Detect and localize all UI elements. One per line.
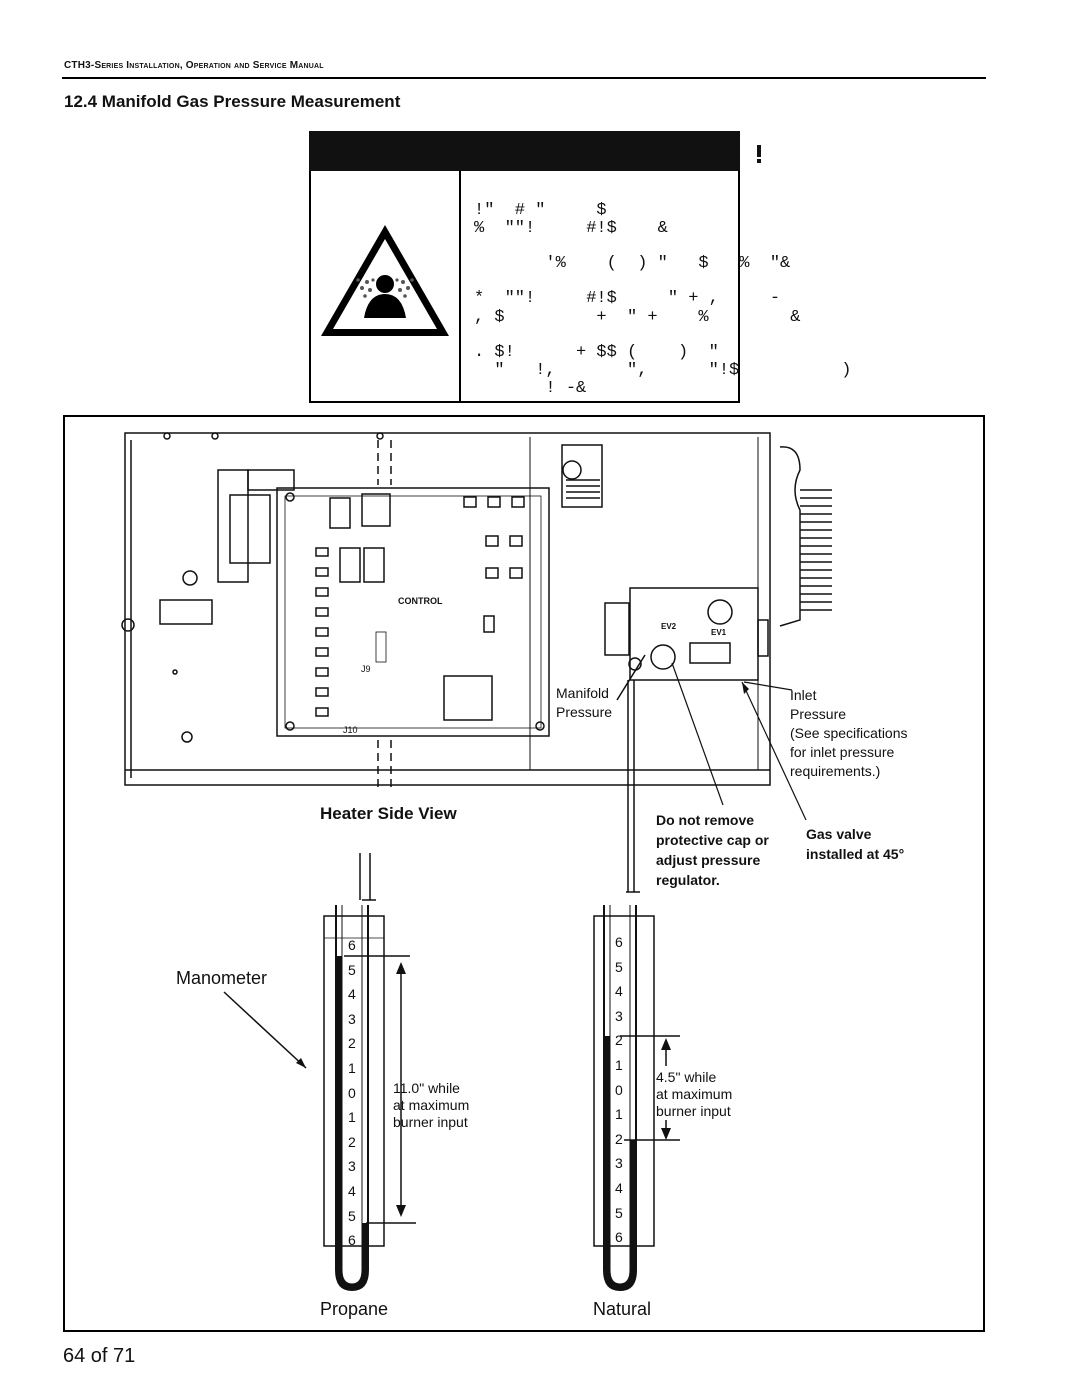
warning-header-bar xyxy=(309,131,776,171)
section-title: 12.4 Manifold Gas Pressure Measurement xyxy=(64,92,401,111)
diagram-frame xyxy=(63,415,985,1332)
natural-label: Natural xyxy=(593,1299,652,1319)
scale-tick-label: 6 xyxy=(348,1232,356,1249)
warning-text-line: . $! + $$ ( ) " xyxy=(474,343,719,362)
caution-note: Do not remove protective cap or adjust p… xyxy=(656,812,769,888)
scale-tick-label: 1 xyxy=(348,1059,356,1076)
propane-reading-note: 11.0" while at maximum burner input xyxy=(393,1080,470,1130)
warning-divider xyxy=(459,171,461,403)
inlet-pressure-label: Inlet Pressure (See specifications for i… xyxy=(790,687,908,779)
warning-text-line: !" # " $ xyxy=(474,201,607,220)
scale-tick-label: 2 xyxy=(615,1130,623,1147)
warning-text-line: '% ( ) " $ % "& xyxy=(474,254,791,273)
scale-tick-label: 5 xyxy=(615,958,623,975)
natural-reading-note: 4.5" while at maximum burner input xyxy=(656,1069,733,1119)
scale-tick-label: 4 xyxy=(348,986,356,1003)
scale-tick-label: 0 xyxy=(348,1084,356,1101)
warning-triangle-icon xyxy=(742,137,776,165)
scale-tick-label: 0 xyxy=(615,1081,623,1098)
header-rule xyxy=(62,77,986,79)
scale-tick-label: 4 xyxy=(348,1182,356,1199)
warning-text-line: " !, ", "!$ ) xyxy=(474,361,852,380)
manometer-label: Manometer xyxy=(176,968,268,988)
scale-tick-label: 4 xyxy=(615,983,623,1000)
scale-tick-label: 3 xyxy=(615,1007,623,1024)
natural-scale: 6 5 4 3 2 1 0 1 2 3 4 5 6 xyxy=(615,930,623,1250)
page-number: 64 of 71 xyxy=(63,1345,136,1367)
scale-tick-label: 2 xyxy=(615,1032,623,1049)
warning-text-line: % ""! #!$ & xyxy=(474,219,668,238)
scale-tick-label: 5 xyxy=(348,961,356,978)
heater-side-view-label: Heater Side View xyxy=(320,804,457,823)
breathing-hazard-icon xyxy=(321,225,449,336)
j10-label: J10 xyxy=(343,725,358,735)
scale-tick-label: 1 xyxy=(615,1056,623,1073)
manifold-pressure-label: Manifold Pressure xyxy=(556,685,613,720)
gas-valve-note: Gas valve installed at 45° xyxy=(806,826,905,862)
scale-tick-label: 2 xyxy=(348,1133,356,1150)
warning-text-line: , $ + " + % & xyxy=(474,308,801,327)
j9-label: J9 xyxy=(361,664,371,674)
control-board-label: CONTROL xyxy=(398,596,443,606)
scale-tick-label: 3 xyxy=(348,1158,356,1175)
ev2-label: EV2 xyxy=(661,622,677,631)
propane-scale: 6 5 4 3 2 1 0 1 2 3 4 5 6 xyxy=(348,933,356,1253)
scale-tick-label: 3 xyxy=(615,1155,623,1172)
scale-tick-label: 6 xyxy=(615,934,623,950)
manual-header: CTH3-Series Installation, Operation and … xyxy=(64,60,324,71)
warning-text-line: * ""! #!$ " + , - xyxy=(474,289,781,308)
propane-label: Propane xyxy=(320,1299,389,1319)
scale-tick-label: 3 xyxy=(348,1010,356,1027)
scale-tick-label: 5 xyxy=(615,1204,623,1221)
scale-tick-label: 5 xyxy=(348,1207,356,1224)
scale-tick-label: 1 xyxy=(348,1109,356,1126)
scale-tick-label: 6 xyxy=(348,937,356,953)
warning-text-line: ! -& xyxy=(474,379,587,398)
scale-tick-label: 4 xyxy=(615,1179,623,1196)
manual-title: CTH3-Series Installation, Operation and … xyxy=(64,60,324,71)
scale-tick-label: 2 xyxy=(348,1035,356,1052)
scale-tick-label: 6 xyxy=(615,1229,623,1246)
ev1-label: EV1 xyxy=(711,628,727,637)
scale-tick-label: 1 xyxy=(615,1106,623,1123)
